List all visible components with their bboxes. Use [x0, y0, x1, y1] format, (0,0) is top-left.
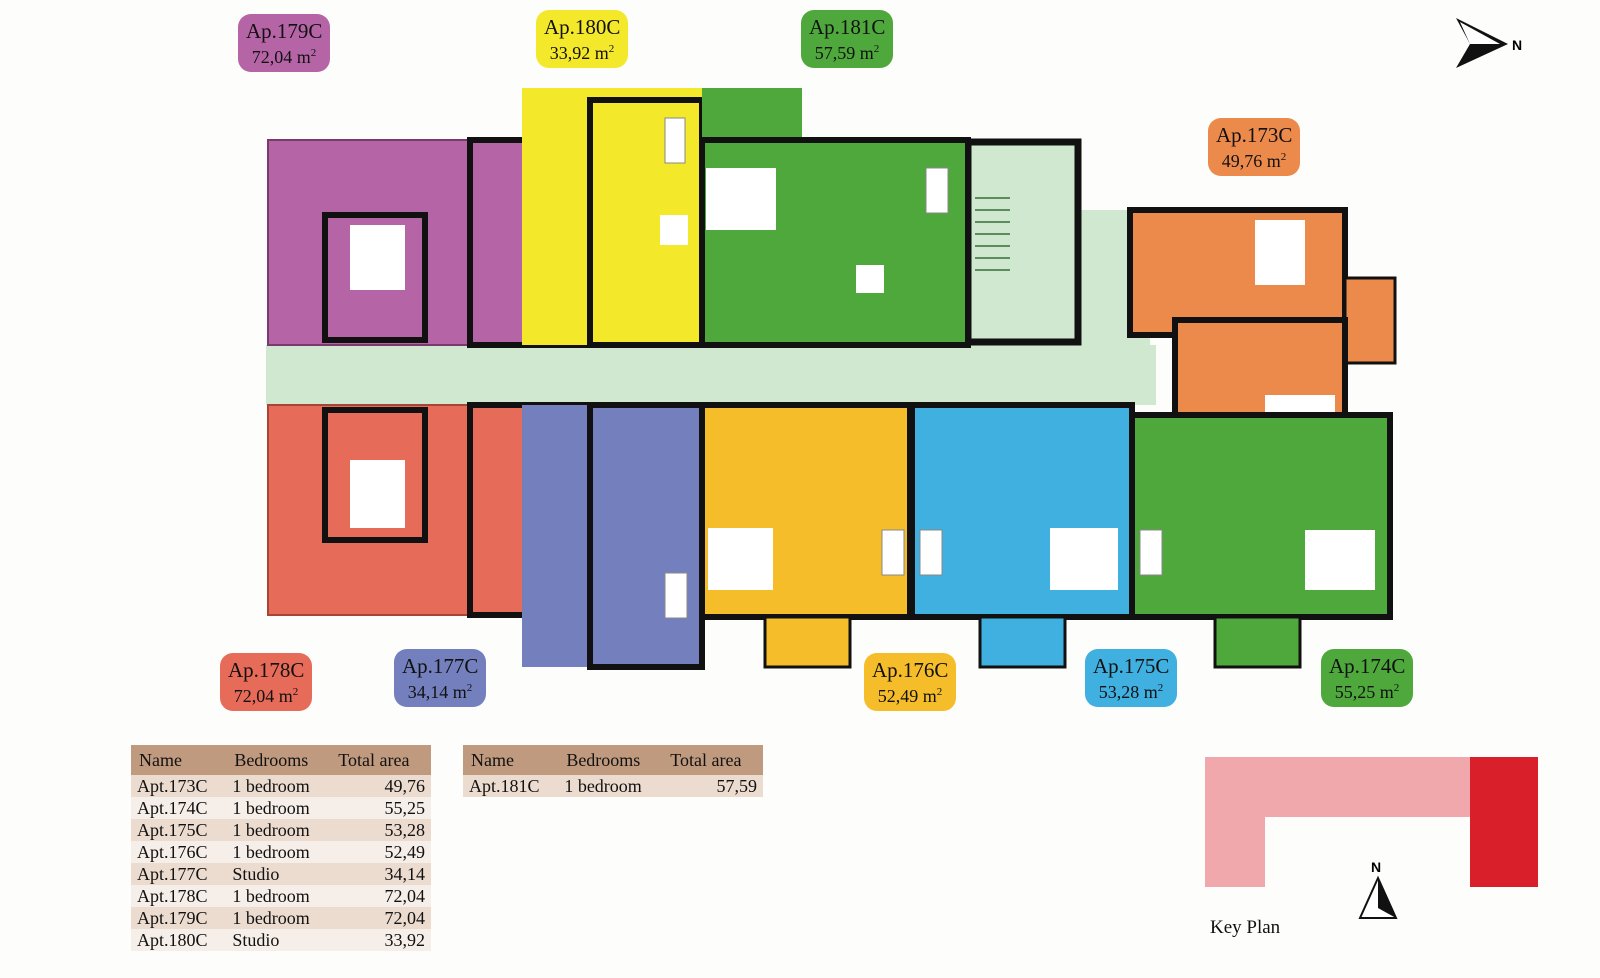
badge-name: Ap.179C [246, 19, 323, 43]
badge-apt-176c: Ap.176C 52,49 m2 [864, 653, 956, 711]
badge-area: 57,59 m [814, 43, 874, 63]
badge-apt-178c: Ap.178C 72,04 m2 [220, 653, 312, 711]
key-plan-label: Key Plan [1210, 917, 1281, 938]
badge-name: Ap.181C [809, 15, 886, 39]
apt-177c-area[interactable] [522, 402, 705, 670]
col-bedrooms: Bedrooms [226, 745, 331, 775]
badge-apt-174c: Ap.174C 55,25 m2 [1321, 649, 1413, 707]
compass-icon: N [1456, 18, 1522, 68]
apt-173c-area[interactable] [1127, 207, 1397, 428]
badge-area: 52,49 m [877, 686, 937, 706]
badge-apt-175c: Ap.175C 53,28 m2 [1085, 649, 1177, 707]
corridor [266, 345, 1156, 405]
apt-175c-area[interactable] [909, 402, 1135, 669]
badge-apt-173c: Ap.173C 49,76 m2 [1208, 118, 1300, 176]
stair-steps [975, 197, 1010, 271]
col-area: Total area [662, 745, 763, 775]
badge-area: 72,04 m [233, 686, 293, 706]
badge-name: Ap.176C [872, 658, 949, 682]
badge-area: 53,28 m [1098, 682, 1158, 702]
key-plan-north: N [1371, 859, 1381, 875]
badge-name: Ap.177C [402, 654, 479, 678]
badge-area: 55,25 m [1334, 682, 1394, 702]
apt-180c-area[interactable] [522, 88, 705, 348]
badge-area: 72,04 m [251, 47, 311, 67]
stairwell [964, 138, 1082, 346]
badge-name: Ap.180C [544, 15, 621, 39]
apt-181c-area[interactable] [699, 88, 971, 348]
col-name: Name [131, 745, 227, 775]
badge-apt-177c: Ap.177C 34,14 m2 [394, 649, 486, 707]
badge-apt-181c: Ap.181C 57,59 m2 [801, 10, 893, 68]
badge-apt-180c: Ap.180C 33,92 m2 [536, 10, 628, 68]
key-plan: N [1205, 757, 1538, 919]
apt-174c-area[interactable] [1129, 412, 1393, 669]
col-name: Name [463, 745, 559, 775]
badge-area: 33,92 m [549, 43, 609, 63]
compass-label: N [1512, 37, 1522, 53]
col-area: Total area [330, 745, 431, 775]
apt-176c-area[interactable] [699, 402, 913, 669]
badge-name: Ap.173C [1216, 123, 1293, 147]
badge-area: 49,76 m [1221, 151, 1281, 171]
col-bedrooms: Bedrooms [558, 745, 663, 775]
badge-name: Ap.178C [228, 658, 305, 682]
badge-apt-179c: Ap.179C 72,04 m2 [238, 14, 330, 72]
badge-name: Ap.174C [1329, 654, 1406, 678]
badge-name: Ap.175C [1093, 654, 1170, 678]
badge-area: 34,14 m [407, 682, 467, 702]
